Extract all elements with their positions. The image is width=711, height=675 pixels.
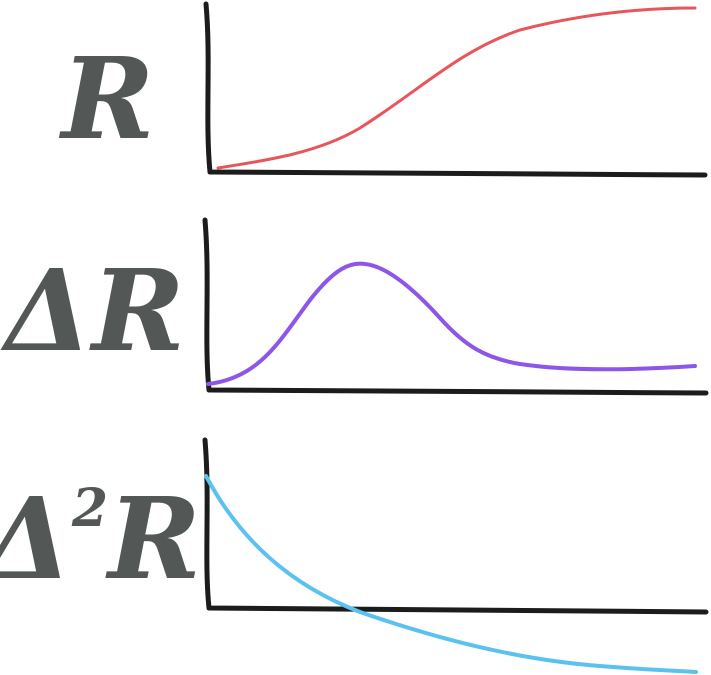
panel-delta2-r-label-main: R bbox=[105, 474, 201, 605]
panel-delta2-r-label-superscript: 2 bbox=[71, 478, 108, 539]
panel-delta-r-label: ΔR bbox=[0, 246, 185, 377]
panel-r-curve bbox=[216, 6, 697, 170]
panel-delta-r-axis bbox=[202, 217, 709, 396]
panel-delta-r: ΔR bbox=[0, 217, 709, 396]
panel-r: R bbox=[58, 1, 708, 178]
panel-delta2-r-axis bbox=[202, 437, 709, 615]
panel-delta2-r-label: Δ2R bbox=[0, 474, 201, 605]
panel-r-label-main: R bbox=[58, 34, 154, 165]
panel-delta2-r: Δ2R bbox=[0, 437, 709, 674]
panel-delta-r-curve bbox=[206, 261, 697, 386]
panel-delta-r-label-prefix: Δ bbox=[0, 246, 92, 377]
panel-delta-r-label-main: R bbox=[89, 246, 185, 377]
panel-delta2-r-curve bbox=[204, 474, 698, 674]
panel-r-label: R bbox=[58, 34, 154, 165]
panel-r-axis bbox=[203, 1, 708, 178]
panel-delta2-r-label-prefix: Δ bbox=[0, 474, 72, 605]
